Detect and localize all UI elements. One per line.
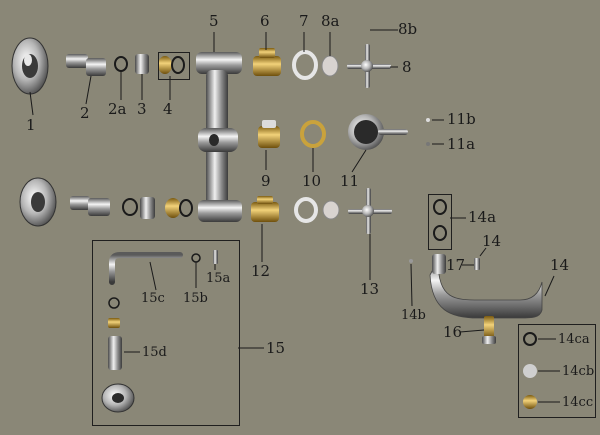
label-8a: 8a	[321, 12, 340, 30]
screw-part-11a	[426, 142, 430, 146]
label-12: 12	[251, 262, 271, 280]
label-7: 7	[299, 12, 309, 30]
eccentric-fitting-part-2	[66, 54, 106, 76]
seal-14cb	[523, 364, 537, 378]
label-4: 4	[163, 100, 173, 118]
aerator-part-16	[482, 316, 496, 344]
ring-part-7	[292, 50, 318, 80]
nut-part-3	[135, 54, 149, 74]
part-14a-box	[428, 194, 452, 250]
part-14b	[409, 259, 413, 263]
label-2: 2	[80, 104, 90, 122]
flange-lower	[19, 177, 57, 227]
washer-15	[108, 297, 120, 309]
label-15: 15	[266, 339, 286, 357]
eccentric-fitting-lower	[70, 196, 110, 216]
label-14cc: 14cc	[562, 395, 594, 410]
label-14cb: 14cb	[562, 364, 595, 379]
cartridge-part-12	[251, 196, 279, 222]
spout-part-14	[429, 254, 543, 319]
part-4-box	[158, 52, 190, 80]
flange-part-1	[11, 37, 49, 95]
screw-15a	[213, 250, 218, 264]
label-14-spout: 14	[482, 232, 502, 250]
mixer-body-part-5	[196, 52, 242, 222]
label-2a: 2a	[108, 100, 127, 118]
seal-14cc	[523, 395, 537, 409]
label-11b: 11b	[447, 110, 476, 128]
adaptor-lower	[322, 200, 340, 220]
o-ring-14a-upper	[433, 199, 447, 215]
cartridge-part-9	[258, 120, 280, 148]
label-1: 1	[26, 116, 36, 134]
label-5: 5	[209, 12, 219, 30]
lever-handle-part-11	[348, 114, 408, 150]
label-15b: 15b	[183, 291, 208, 306]
label-11a: 11a	[447, 135, 476, 153]
washer-lower	[122, 198, 138, 216]
leader-lines	[29, 29, 560, 403]
label-13: 13	[360, 280, 380, 298]
cross-handle-part-13	[348, 188, 392, 234]
nut-15	[108, 318, 120, 328]
cartridge-part-6	[253, 48, 281, 76]
label-10: 10	[302, 172, 322, 190]
label-8: 8	[402, 58, 412, 76]
seal-14ca	[523, 332, 537, 346]
brass-washer-lower	[165, 198, 181, 218]
o-ring-14a-lower	[433, 225, 447, 241]
flange-15	[101, 383, 135, 413]
label-15c: 15c	[141, 291, 165, 306]
nut-lower	[140, 197, 155, 219]
label-14ca: 14ca	[558, 332, 590, 347]
label-14b: 14b	[401, 308, 426, 323]
label-11: 11	[340, 172, 360, 190]
washer-part-2a	[114, 56, 128, 72]
label-6: 6	[260, 12, 270, 30]
label-15a: 15a	[206, 271, 231, 286]
cross-handle-part-8	[347, 44, 391, 88]
screw-part-11b	[426, 118, 430, 122]
brass-washer-part-4	[158, 56, 185, 74]
label-9: 9	[261, 172, 271, 190]
label-14a: 14a	[468, 208, 497, 226]
part-14c-box	[518, 324, 596, 418]
label-8b: 8b	[398, 20, 418, 38]
label-3: 3	[137, 100, 147, 118]
extension-15d	[108, 336, 122, 370]
adaptor-part-8a	[321, 55, 339, 77]
part-15-kit-box	[92, 240, 240, 426]
label-15d: 15d	[142, 345, 167, 360]
set-screw-part-17	[474, 258, 480, 270]
label-17: 17	[446, 256, 466, 274]
label-14-kit: 14	[550, 256, 570, 274]
ring-lower-7	[294, 197, 318, 223]
allen-key-part-15c	[109, 252, 183, 285]
ring-lower	[179, 199, 193, 217]
ring-part-10	[300, 120, 326, 148]
label-16: 16	[443, 323, 463, 341]
